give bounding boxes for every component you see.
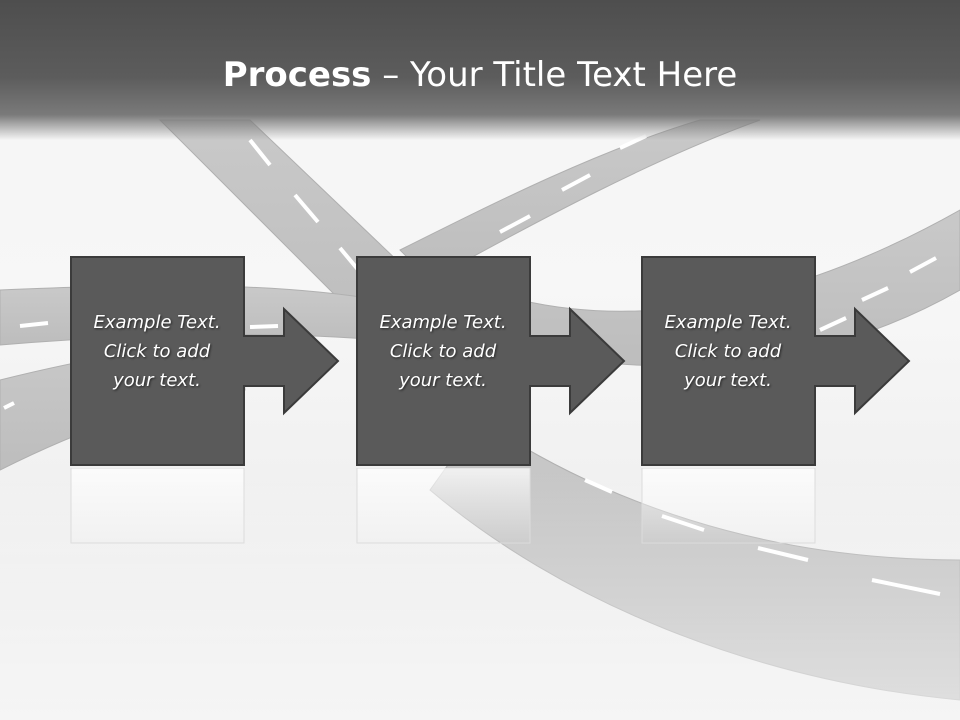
step-2-line-2: Click to add: [389, 341, 497, 362]
arrow-box-shape: [356, 256, 626, 466]
step-1-text[interactable]: Example Text. Click to add your text.: [72, 308, 242, 395]
step-3-line-3: your text.: [684, 370, 772, 391]
arrow-box-shape: [641, 256, 911, 466]
process-step-1[interactable]: Example Text. Click to add your text.: [70, 256, 340, 466]
step-3-text[interactable]: Example Text. Click to add your text.: [643, 308, 813, 395]
title-bold-part: Process: [222, 55, 372, 95]
step-1-line-3: your text.: [113, 370, 201, 391]
step-3-line-2: Click to add: [674, 341, 782, 362]
step-1-line-2: Click to add: [103, 341, 211, 362]
process-step-3[interactable]: Example Text. Click to add your text.: [641, 256, 911, 466]
step-2-line-1: Example Text.: [379, 312, 507, 333]
title-rest-part: – Your Title Text Here: [371, 55, 738, 95]
step-1-line-1: Example Text.: [93, 312, 221, 333]
step-2-line-3: your text.: [399, 370, 487, 391]
process-step-2[interactable]: Example Text. Click to add your text.: [356, 256, 626, 466]
slide-title[interactable]: Process – Your Title Text Here: [0, 52, 960, 98]
step-3-line-1: Example Text.: [664, 312, 792, 333]
title-band: [0, 0, 960, 140]
step-2-text[interactable]: Example Text. Click to add your text.: [358, 308, 528, 395]
arrow-box-shape: [70, 256, 340, 466]
